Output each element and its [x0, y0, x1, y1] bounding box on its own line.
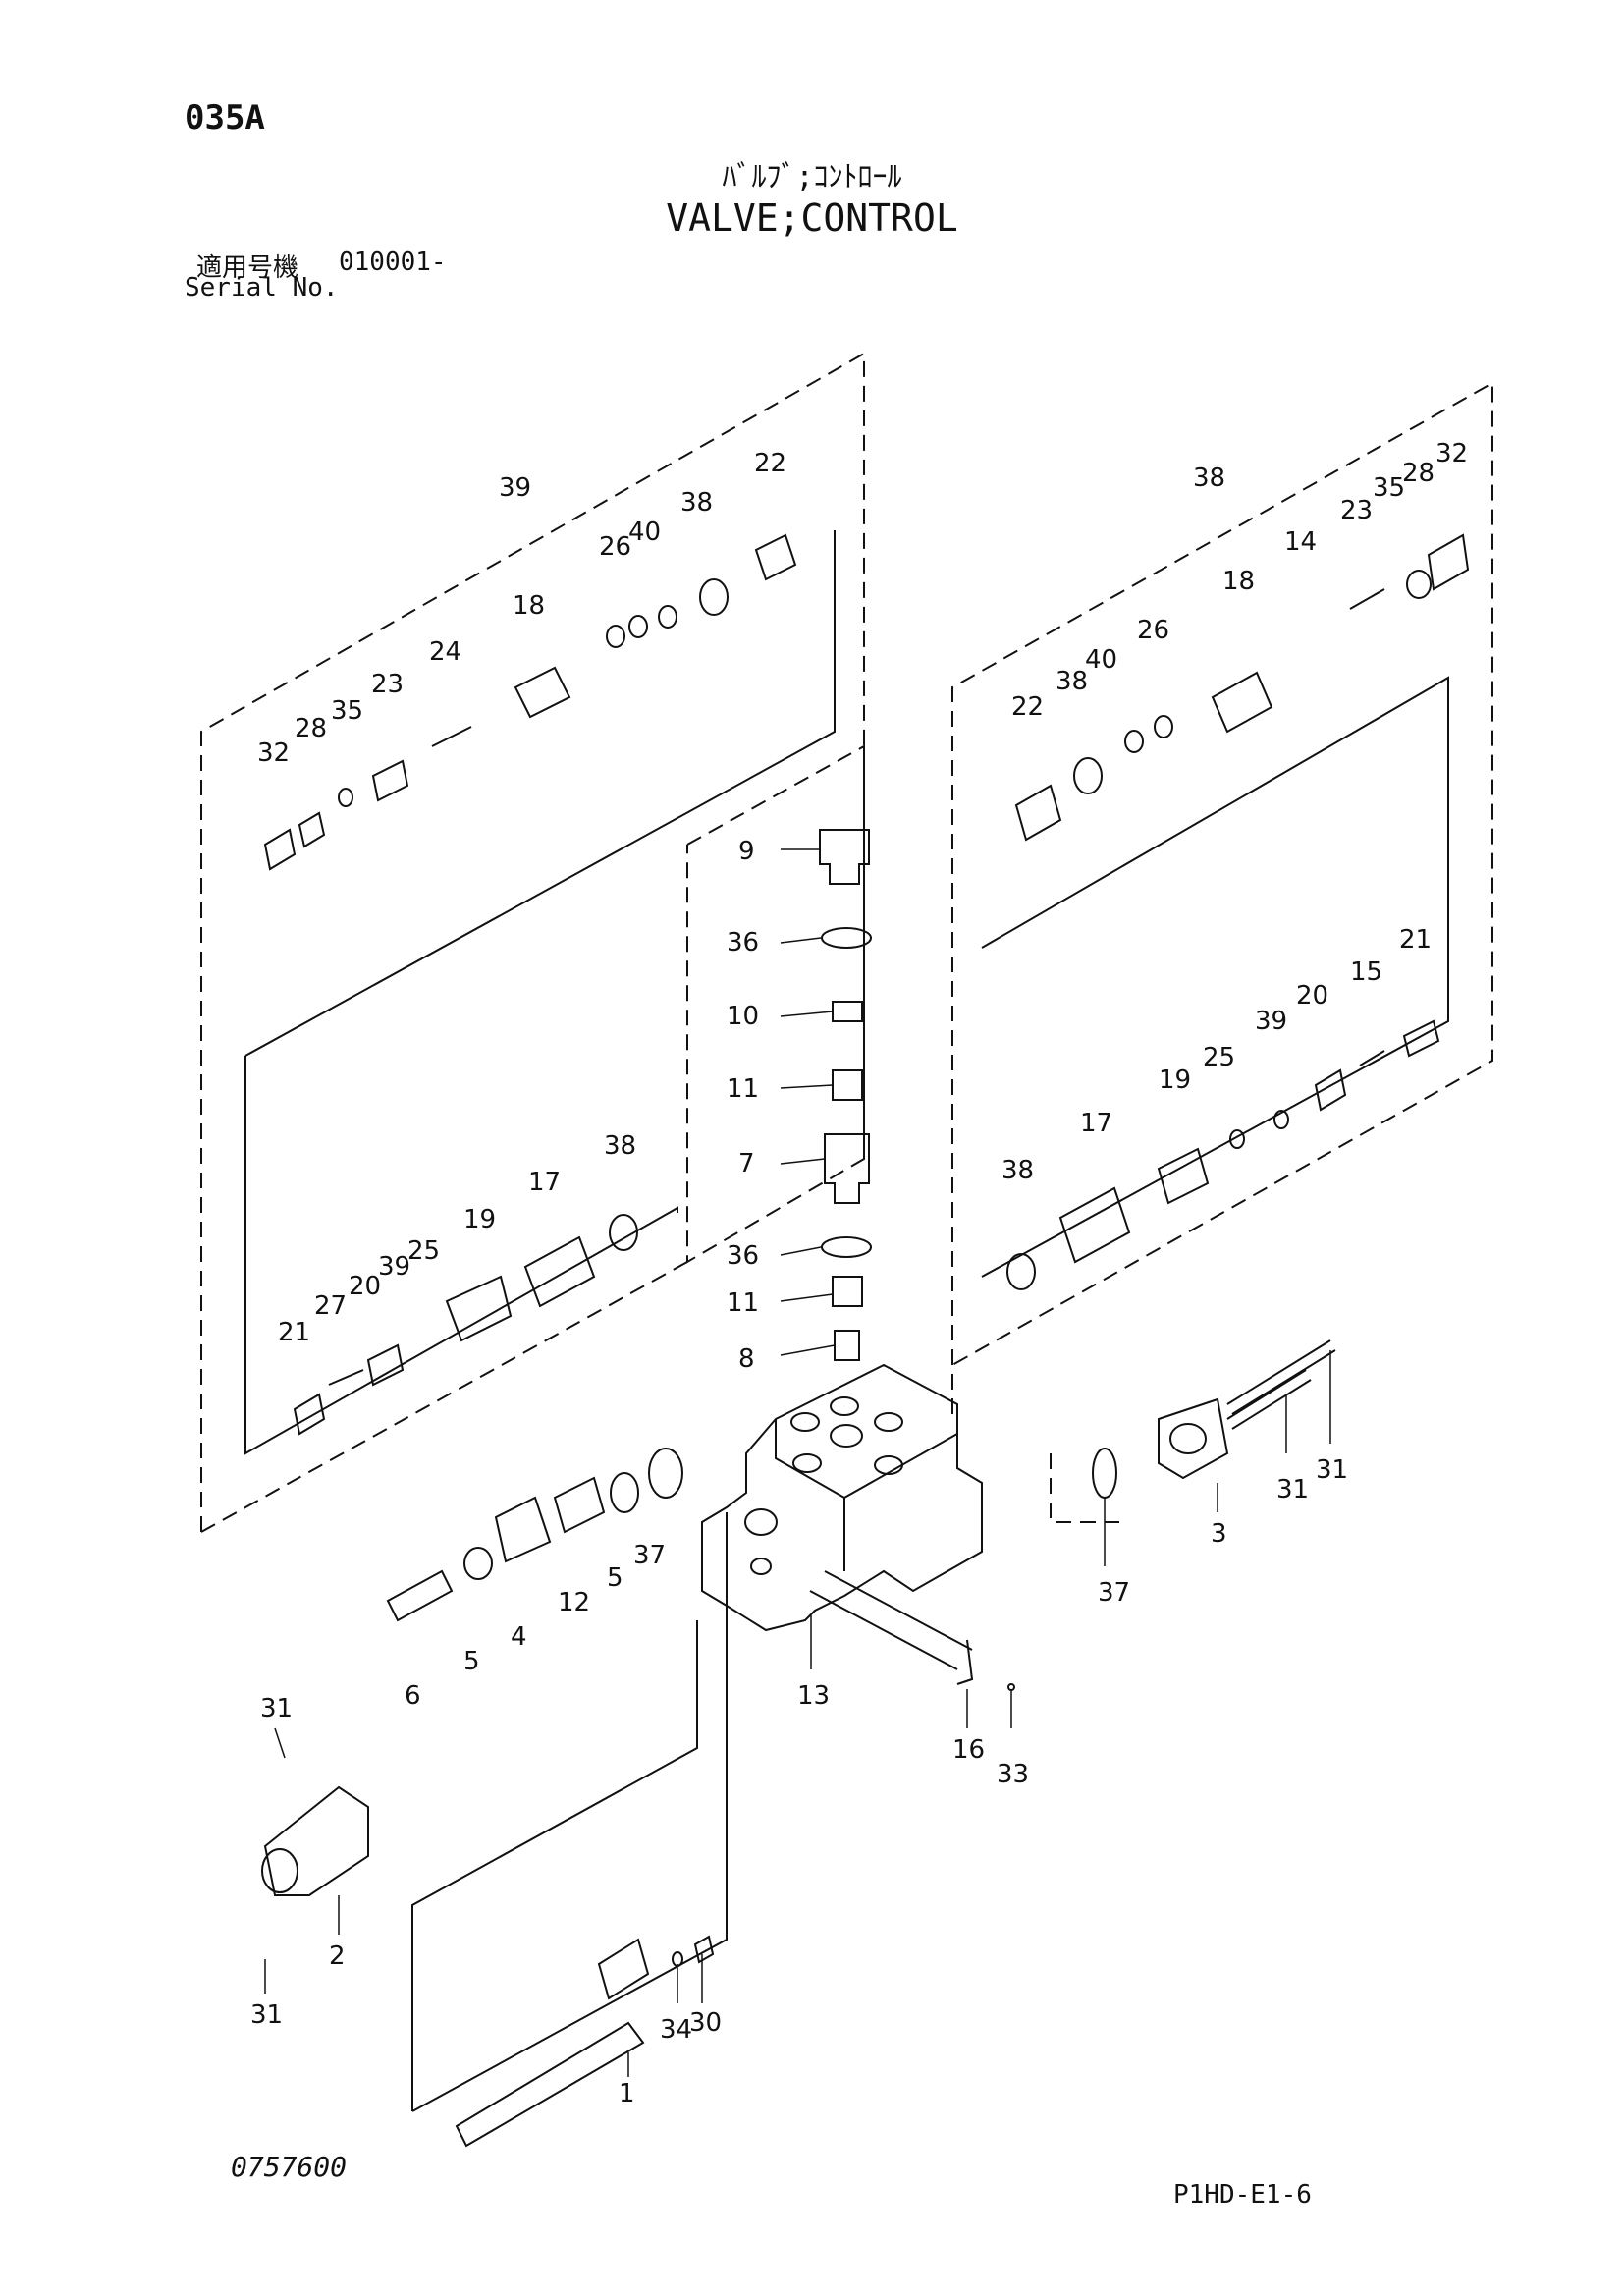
callout-label: 37: [1098, 1578, 1130, 1608]
right-bottom-parts: [1006, 1019, 1440, 1290]
callout-label: 38: [604, 1131, 636, 1161]
title-english: VALVE;CONTROL: [666, 196, 958, 240]
center-stack-parts: [819, 829, 872, 1361]
callout-label: 28: [295, 714, 327, 743]
right-top-parts: [1014, 533, 1470, 842]
spool-1: [455, 1938, 650, 2148]
callout-label: 36: [727, 1241, 759, 1271]
callout-label: 8: [738, 1344, 755, 1374]
spring-stack: [386, 1448, 683, 1622]
dashed-frames: [200, 352, 1493, 1533]
callout-label: 11: [727, 1288, 759, 1318]
page-code: 035A: [185, 98, 265, 137]
callout-label: 31: [250, 2000, 283, 2030]
left-bottom-parts: [293, 1214, 638, 1436]
callout-label: 17: [1080, 1109, 1112, 1138]
callout-label: 36: [727, 928, 759, 957]
callout-label: 32: [1435, 439, 1468, 468]
callout-label: 24: [429, 637, 461, 667]
callout-label: 9: [738, 837, 755, 866]
callout-label: 21: [1399, 925, 1432, 955]
solid-frames: [244, 530, 1449, 2112]
callout-label: 39: [1255, 1007, 1287, 1036]
callout-label: 37: [633, 1541, 666, 1570]
callout-label: 5: [463, 1647, 480, 1676]
callout-label: 19: [463, 1205, 496, 1234]
serial-label-english: Serial No.: [185, 273, 339, 302]
callout-label: 20: [349, 1272, 381, 1301]
callout-label: 13: [797, 1681, 830, 1711]
callout-label: 32: [257, 738, 290, 768]
callout-label: 25: [407, 1236, 440, 1266]
callout-label: 31: [1276, 1475, 1309, 1504]
callout-label: 7: [738, 1149, 755, 1178]
callout-labels: 39 22 38 40 26 18 24 23 35 28 32 38 17 1…: [250, 439, 1468, 2108]
callout-label: 1: [619, 2079, 635, 2108]
callout-label: 25: [1203, 1043, 1235, 1072]
callout-label: 38: [1193, 464, 1225, 493]
callout-label: 22: [754, 449, 786, 478]
callout-label: 10: [727, 1002, 759, 1031]
callout-label: 3: [1211, 1519, 1227, 1549]
callout-label: 26: [1137, 616, 1169, 645]
callout-label: 23: [1340, 496, 1373, 525]
callout-label: 28: [1402, 459, 1435, 488]
drawing-number: 0757600: [231, 2151, 348, 2183]
callout-label: 15: [1350, 957, 1382, 987]
callout-label: 21: [278, 1318, 310, 1347]
callout-label: 20: [1296, 981, 1328, 1011]
callout-label: 26: [599, 532, 631, 562]
title-japanese: ﾊﾞﾙﾌﾞ;ｺﾝﾄﾛｰﾙ: [722, 160, 902, 194]
page-reference: P1HD-E1-6: [1173, 2180, 1312, 2210]
callout-label: 38: [1001, 1156, 1034, 1185]
callout-label: 22: [1011, 692, 1044, 722]
serial-label-japanese: 適用号機: [196, 253, 299, 283]
callout-label: 27: [314, 1291, 347, 1321]
callout-label: 18: [1222, 567, 1255, 596]
callout-label: 34: [660, 2015, 692, 2045]
leader-lines: [264, 848, 1331, 2077]
callout-label: 16: [952, 1735, 985, 1765]
flange-3: [1158, 1339, 1336, 1480]
callout-label: 38: [680, 488, 713, 518]
callout-label: 12: [558, 1588, 590, 1617]
callout-label: 5: [607, 1563, 623, 1593]
callout-label: 17: [528, 1168, 561, 1197]
serial-number-value: 010001-: [339, 247, 447, 277]
valve-body: [701, 1363, 983, 1670]
callout-label: 30: [689, 2008, 722, 2038]
callout-label: 19: [1159, 1066, 1191, 1095]
callout-label: 39: [378, 1252, 410, 1282]
callout-label: 35: [1373, 473, 1405, 503]
callout-label: 40: [628, 518, 661, 547]
callout-label: 31: [260, 1694, 293, 1723]
callout-label: 14: [1284, 527, 1317, 557]
callout-label: 11: [727, 1074, 759, 1104]
callout-label: 4: [511, 1622, 527, 1652]
callout-label: 23: [371, 670, 404, 699]
callout-label: 39: [499, 473, 531, 503]
callout-label: 40: [1085, 645, 1117, 675]
callout-label: 35: [331, 696, 363, 726]
callout-label: 38: [1056, 667, 1088, 696]
callout-label: 6: [405, 1681, 421, 1711]
callout-label: 31: [1316, 1455, 1348, 1485]
left-top-parts: [263, 533, 797, 871]
callout-label: 2: [329, 1941, 346, 1971]
cap-2: [261, 1785, 369, 1896]
callout-label: 18: [513, 591, 545, 621]
seal-ring-37: [1092, 1448, 1117, 1499]
callout-label: 33: [997, 1760, 1029, 1789]
